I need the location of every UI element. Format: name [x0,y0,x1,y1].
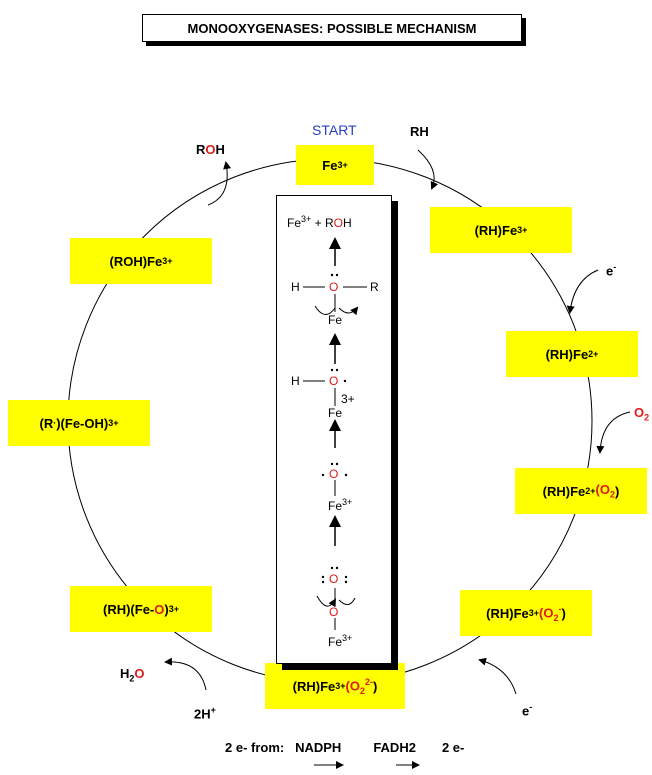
panel-s2-charge: 3+ [341,392,355,406]
panel-graphics [303,237,367,630]
e2-arrow [478,657,517,695]
roh-label: ROH [196,142,225,157]
panel-s1-r: R [370,280,379,294]
panel-s2-h: H [291,374,300,388]
panel-s2-o: O [329,374,339,388]
panel-s3-o: O [329,467,339,481]
two-h-label: 2H+ [194,705,216,722]
panel-s1-o: O [329,280,339,294]
rh-arrow [417,149,439,190]
state-rh-fe-o: (RH)(Fe-O)3+ [70,586,212,632]
o2-arrow [596,411,631,454]
panel-s4-o1: O [329,572,339,586]
e2-label: e- [522,702,533,719]
h2o-label: H2O [120,666,145,684]
e1-label: e- [606,262,617,279]
mechanism-panel: Fe3+ + ROH H O R Fe H O 3+ Fe O Fe3+ O O… [276,195,392,664]
panel-product: Fe3+ + ROH [287,214,352,230]
panel-s2-fe: Fe [328,406,343,420]
panel-s4-o2: O [329,605,339,619]
rh-label: RH [410,124,429,139]
panel-s4-fe: Fe3+ [328,633,353,649]
e1-arrow [566,269,599,314]
diagram-title: MONOOXYGENASES: POSSIBLE MECHANISM [142,14,522,42]
panel-s1-fe: Fe [328,313,343,327]
h2o-arrow [164,657,207,691]
start-label: START [312,122,357,138]
state-r-fe-oh: (R·)(Fe-OH)3+ [8,400,150,446]
panel-s1-h: H [291,280,300,294]
o2-label: O2 [634,405,650,423]
panel-s3-fe: Fe3+ [328,497,353,513]
roh-arrow [207,161,232,206]
